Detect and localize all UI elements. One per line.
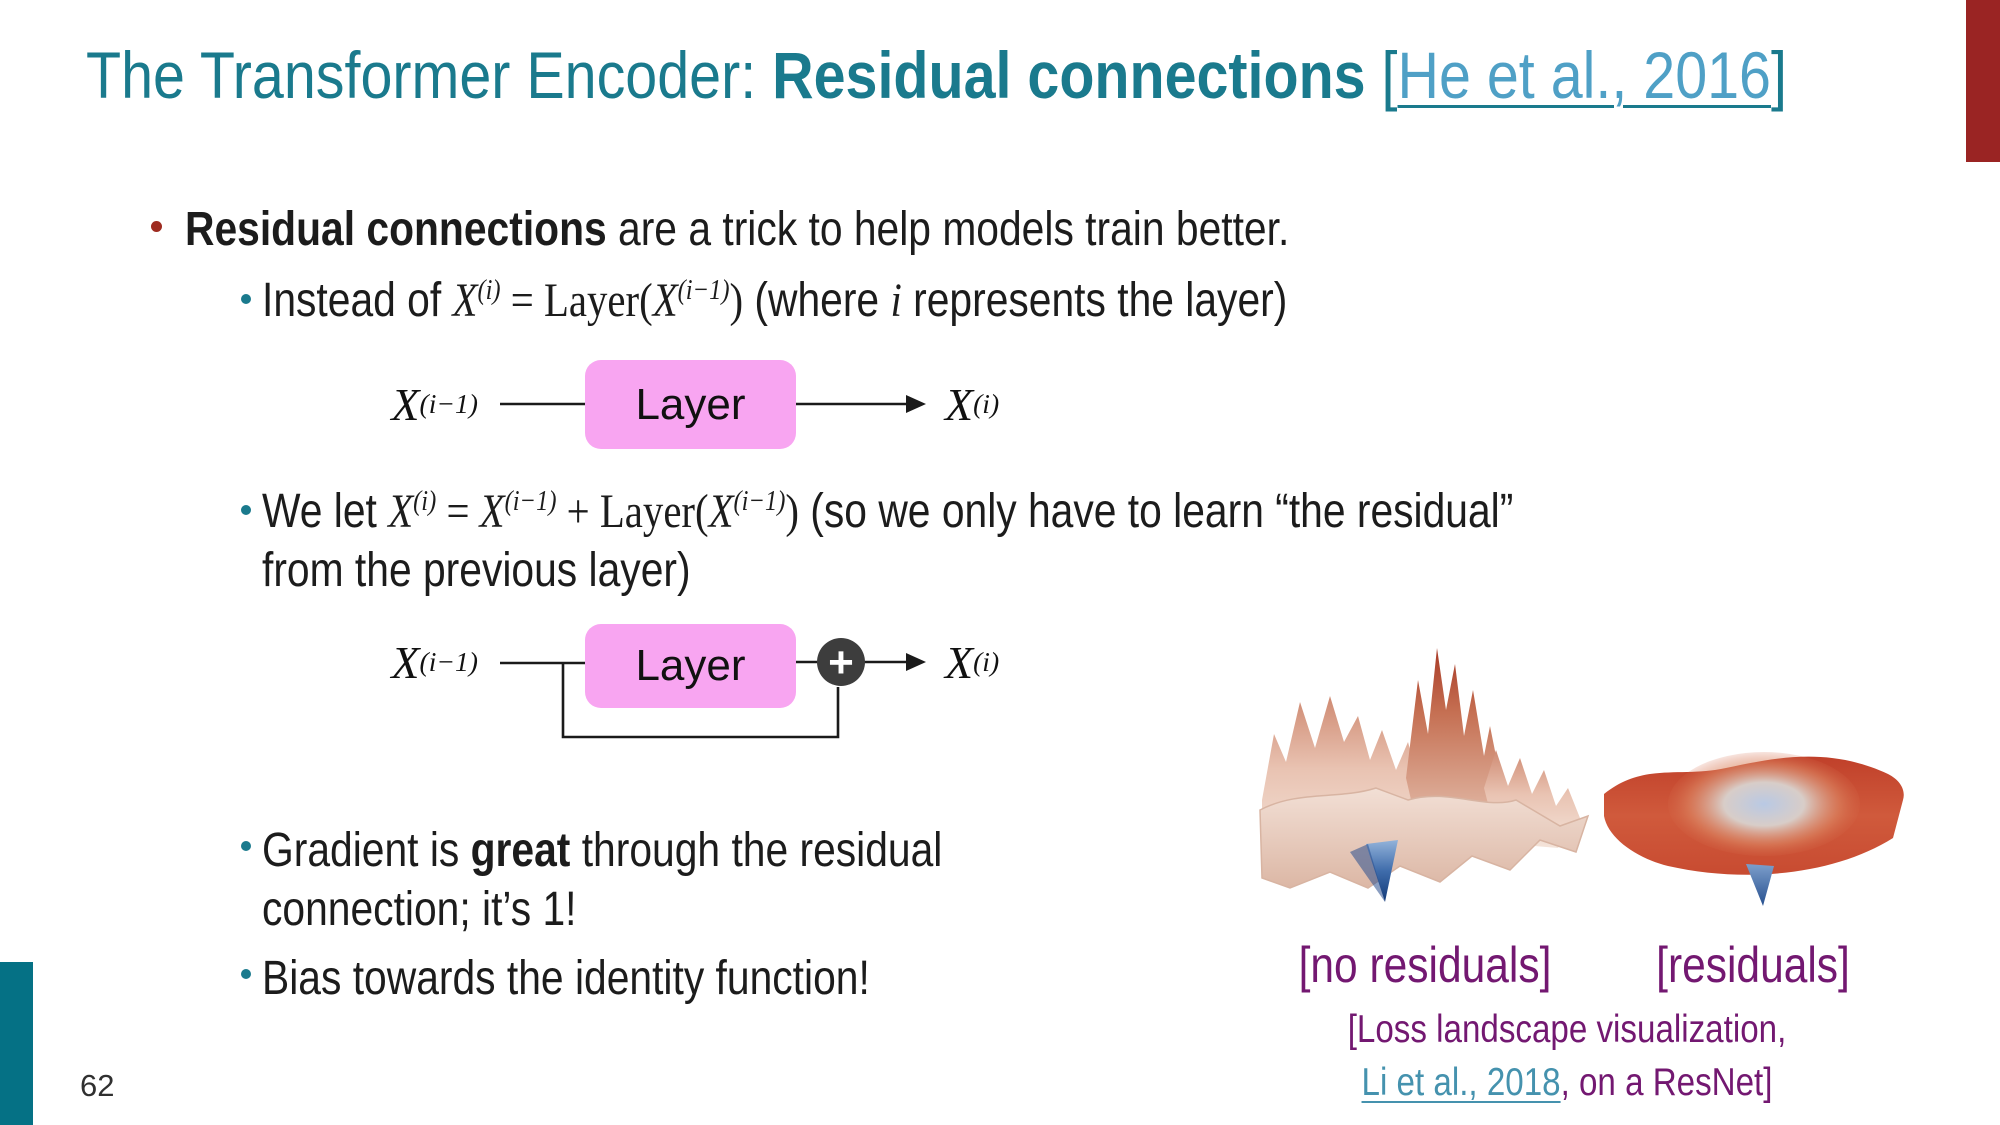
math-x: X bbox=[945, 378, 974, 430]
arrowhead-icon bbox=[906, 395, 926, 413]
math-sup-i: (i) bbox=[413, 485, 437, 517]
math-x: X bbox=[479, 485, 505, 538]
bullet2-text: Instead of bbox=[262, 274, 453, 327]
math-i: i bbox=[890, 274, 902, 327]
bullet3-text: We let bbox=[262, 485, 389, 538]
plain-layer-diagram-lines bbox=[500, 395, 926, 413]
plus-circle-icon bbox=[817, 638, 865, 686]
title-emphasis: Residual connections bbox=[772, 38, 1366, 112]
bullet3-line1: We let X(i) = X(i−1) + Layer(X(i−1)) (so… bbox=[262, 483, 1513, 542]
layer-box: Layer bbox=[585, 624, 796, 708]
bullet4-line2: connection; it’s 1! bbox=[262, 882, 577, 936]
bullet-we-let: We let X(i) = X(i−1) + Layer(X(i−1)) (so… bbox=[262, 483, 1513, 600]
bullet3-text: (so we only have to learn “the residual” bbox=[798, 485, 1514, 538]
slide-title: The Transformer Encoder: Residual connec… bbox=[86, 42, 1787, 108]
math-x: X bbox=[391, 378, 420, 430]
math-close-paren: ) bbox=[785, 485, 799, 538]
loss-landscape-no-residuals-figure bbox=[1259, 648, 1590, 902]
math-x: X bbox=[945, 636, 974, 688]
page-number: 62 bbox=[80, 1068, 115, 1103]
skip-connection-line bbox=[561, 663, 840, 739]
credit-line-1: [Loss landscape visualization, bbox=[1347, 1008, 1787, 1051]
math-sup-i: (i) bbox=[477, 274, 501, 306]
no-residuals-caption: [no residuals] bbox=[1298, 937, 1552, 993]
math-sup-i-1: (i−1) bbox=[677, 274, 730, 306]
title-open-bracket: [ bbox=[1365, 38, 1398, 112]
bullet1-rest: are a trick to help models train better. bbox=[606, 203, 1290, 256]
bullet4-line1: Gradient is great through the residual bbox=[262, 822, 942, 881]
math-close-paren: ) bbox=[729, 274, 744, 327]
he-et-al-2016-link[interactable]: He et al., 2016 bbox=[1397, 38, 1771, 112]
math-plus-layer: + Layer( bbox=[556, 485, 709, 538]
bullet4-text: Gradient is bbox=[262, 824, 471, 877]
bullet-bias: Bias towards the identity function! bbox=[262, 952, 870, 1005]
level1-bullet-marker bbox=[151, 221, 162, 232]
plain-layer-diagram: X(i−1) Layer X(i) bbox=[340, 330, 1040, 480]
credit-suffix: , on a ResNet] bbox=[1560, 1061, 1773, 1104]
bullet-gradient: Gradient is great through the residual c… bbox=[262, 822, 942, 939]
bullet-instead-of: Instead of X(i) = Layer(X(i−1)) (where i… bbox=[262, 272, 1287, 331]
top-right-accent-bar bbox=[1966, 0, 2000, 162]
math-sup-i-1: (i−1) bbox=[733, 485, 786, 517]
bullet3-line2: from the previous layer) bbox=[262, 543, 691, 597]
bottom-left-accent-bar bbox=[0, 962, 33, 1125]
li-et-al-2018-link[interactable]: Li et al., 2018 bbox=[1361, 1061, 1561, 1104]
bullet2-text: (where bbox=[743, 274, 891, 327]
residual-diagram-lines: + bbox=[500, 638, 926, 739]
input-label: X(i−1) bbox=[391, 378, 478, 430]
input-label: X(i−1) bbox=[391, 636, 478, 688]
layer-box-label: Layer bbox=[635, 379, 746, 429]
math-eq-layer: = Layer( bbox=[500, 274, 653, 327]
math-equals: = bbox=[436, 485, 480, 538]
bullet1-bold: Residual connections bbox=[185, 203, 607, 256]
residual-layer-diagram: + X(i−1) Layer X(i) bbox=[340, 600, 1040, 760]
title-close-bracket: ] bbox=[1770, 38, 1787, 112]
output-label: X(i) bbox=[945, 378, 1000, 430]
math-x: X bbox=[391, 636, 420, 688]
plus-sign: + bbox=[828, 638, 854, 687]
residuals-caption: [residuals] bbox=[1656, 937, 1850, 993]
bullet2-text: represents the layer) bbox=[901, 274, 1288, 327]
credit-line-2: Li et al., 2018, on a ResNet] bbox=[1308, 1063, 1827, 1102]
loss-landscape-residuals-figure bbox=[1604, 752, 1904, 906]
math-x: X bbox=[708, 485, 734, 538]
output-label: X(i) bbox=[945, 636, 1000, 688]
math-sup-i-1: (i−1) bbox=[504, 485, 557, 517]
arrowhead-icon bbox=[906, 653, 926, 671]
bullet4-text: through the residual bbox=[570, 824, 943, 877]
level2-bullet-marker bbox=[241, 294, 251, 304]
math-x: X bbox=[652, 274, 678, 327]
bullet-residual-connections: Residual connections are a trick to help… bbox=[185, 201, 1289, 260]
math-x: X bbox=[452, 274, 478, 327]
layer-box-label: Layer bbox=[635, 641, 746, 690]
math-x: X bbox=[388, 485, 414, 538]
level2-bullet-marker bbox=[241, 841, 251, 851]
level2-bullet-marker bbox=[241, 969, 251, 979]
layer-box: Layer bbox=[585, 360, 796, 449]
bullet4-bold: great bbox=[470, 824, 571, 877]
title-prefix: The Transformer Encoder: bbox=[86, 38, 773, 112]
level2-bullet-marker bbox=[241, 505, 251, 515]
